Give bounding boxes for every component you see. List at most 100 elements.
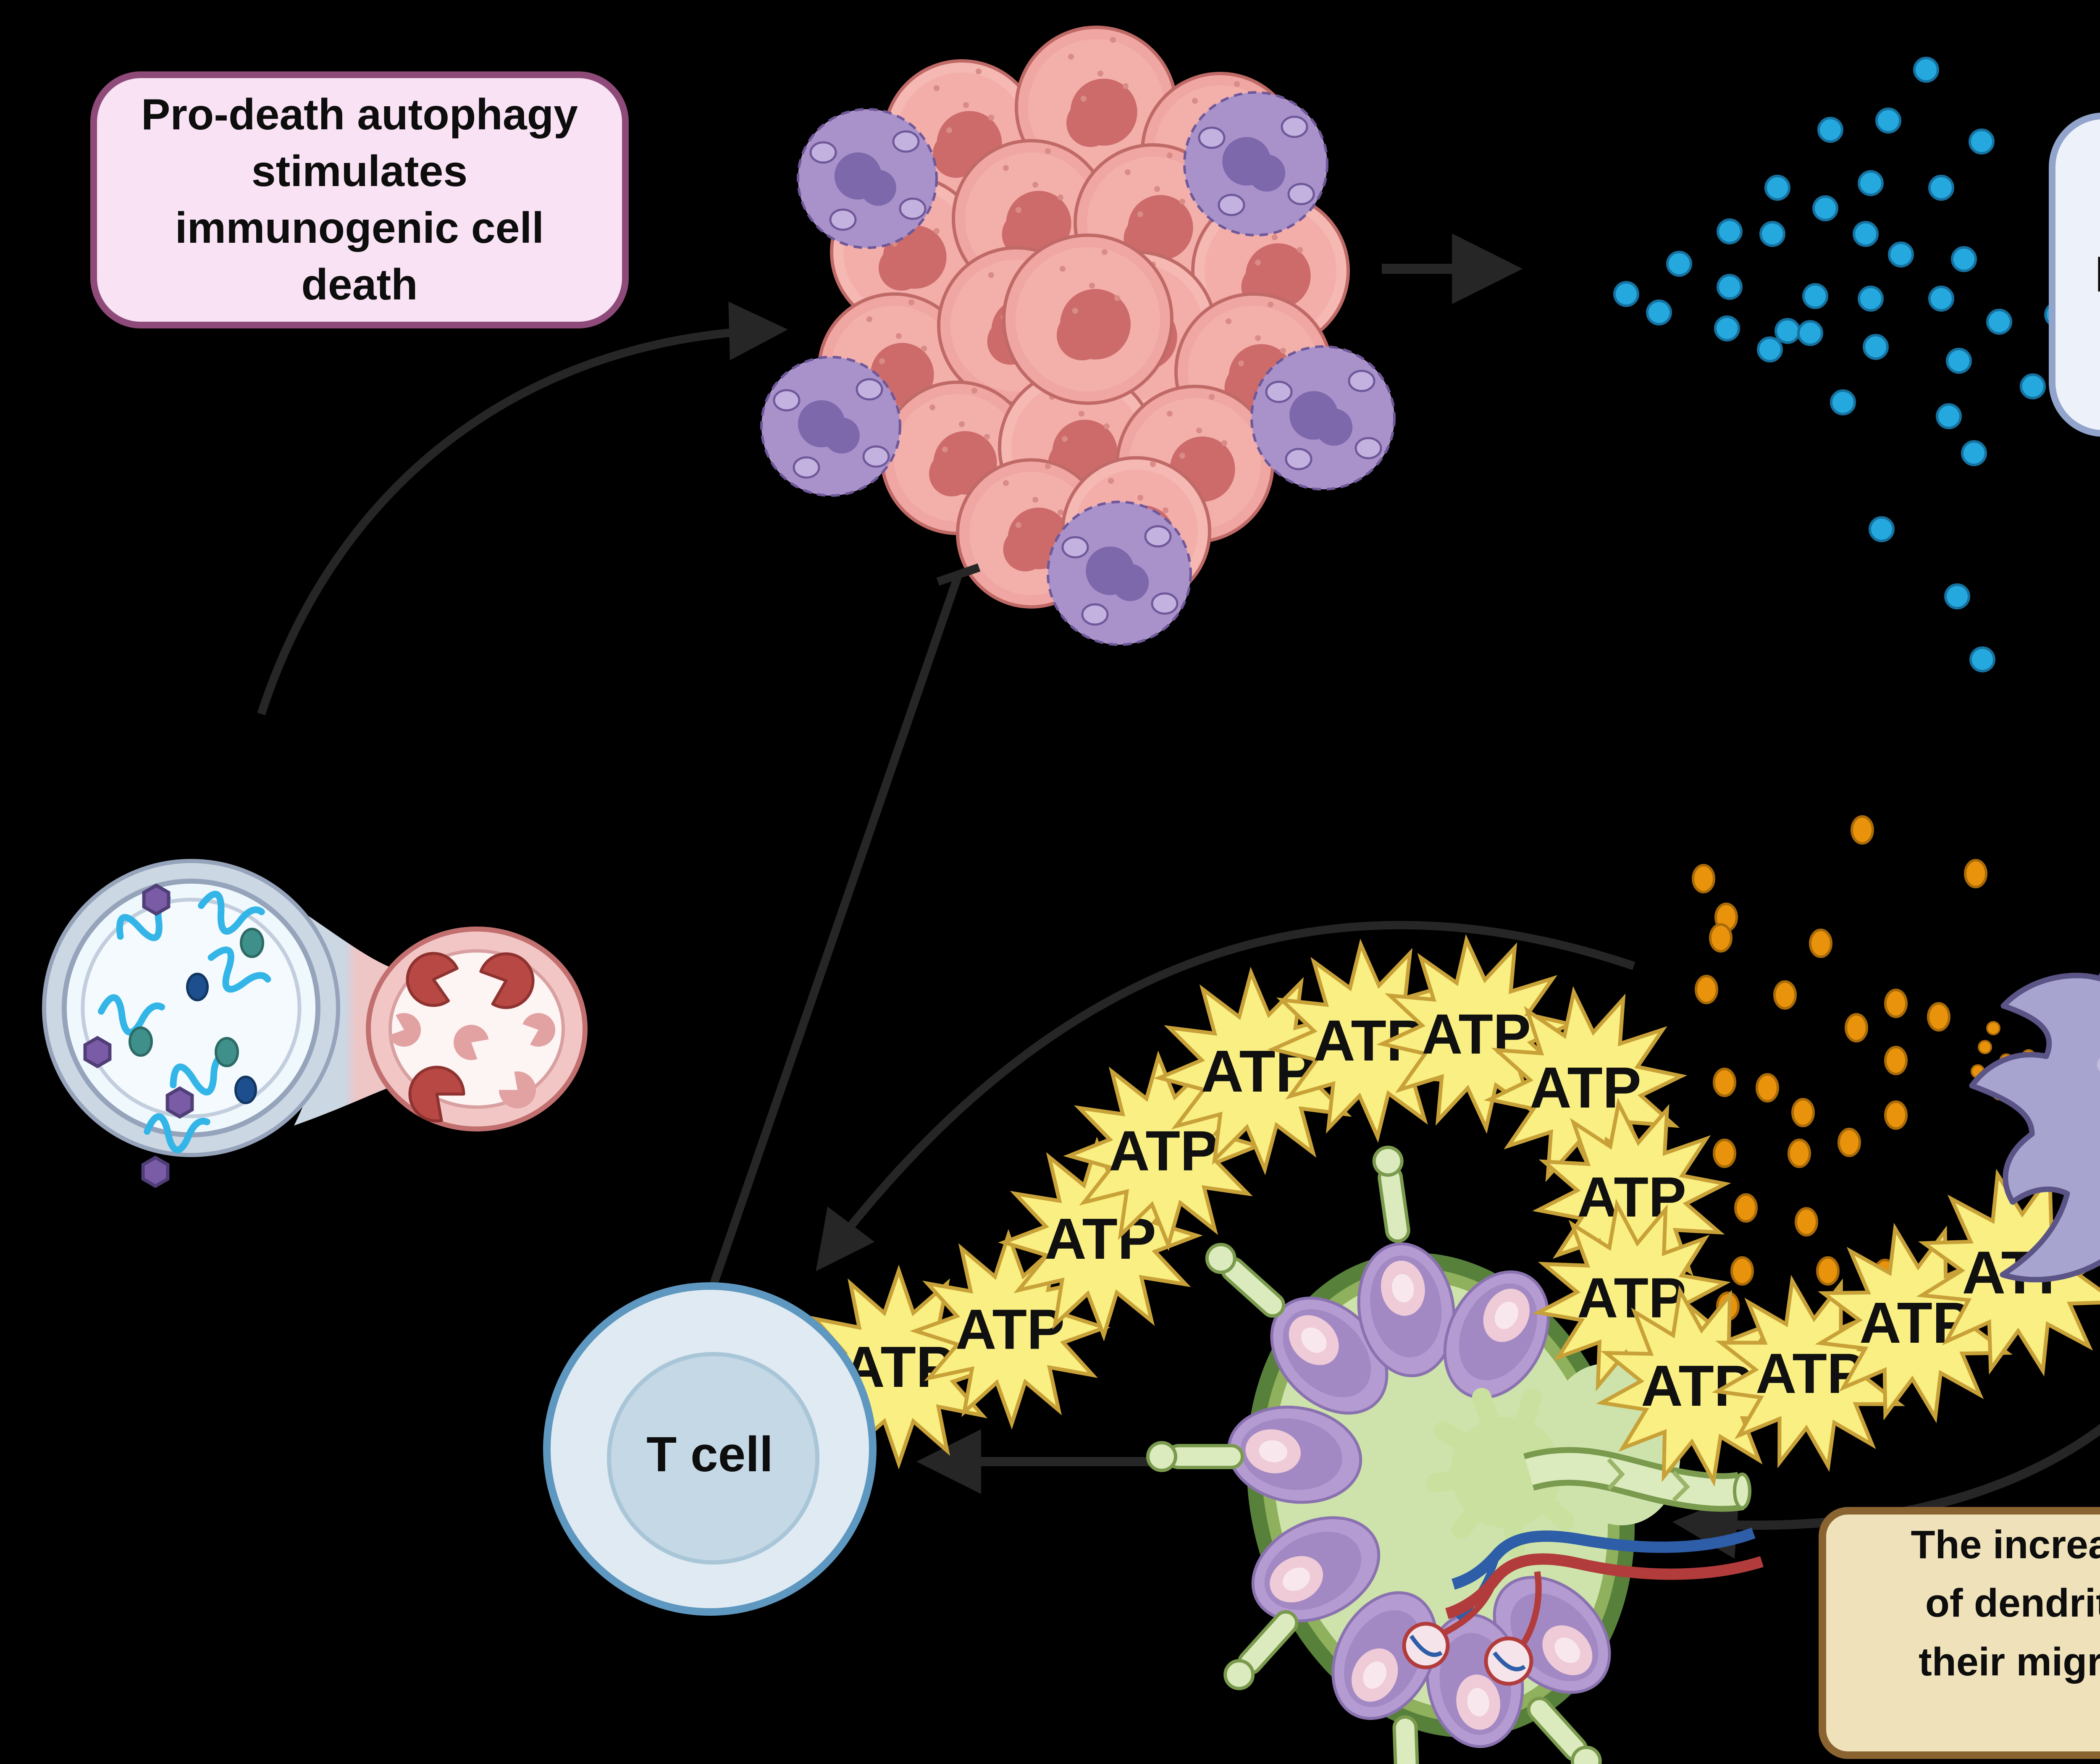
cytokine-dot xyxy=(1773,980,1797,1010)
cytokine-dot xyxy=(1838,1128,1861,1157)
cytokine-dot xyxy=(1884,1100,1908,1130)
cytokine-dot xyxy=(1713,1139,1736,1168)
afferent-vessel xyxy=(1372,1145,1410,1243)
damp-dot xyxy=(1928,286,1954,312)
damp-dot xyxy=(1757,336,1783,362)
lymph-node xyxy=(1146,1145,1764,1764)
damp-dot xyxy=(1888,242,1914,268)
lymph-follicle xyxy=(1270,1297,1389,1415)
apoptotic-vesicle xyxy=(793,456,820,479)
damp-dot xyxy=(1913,57,1939,83)
damp-dot xyxy=(1797,320,1823,346)
apoptotic-vesicle xyxy=(1198,126,1226,149)
cargo-hexamer xyxy=(165,1086,194,1119)
t-cell-label: T cell xyxy=(646,1427,773,1482)
lymph-follicle xyxy=(1227,1405,1362,1504)
cytokine-dot xyxy=(1692,864,1715,893)
note-line: Pro-death autophagy xyxy=(141,90,578,139)
arrow-atp-arc-to-tcell xyxy=(816,921,1635,1271)
cytokine-dot xyxy=(1730,1256,1754,1286)
efferent-lymphatic-vessel xyxy=(1523,1447,1751,1512)
lysosomal-enzyme xyxy=(408,1066,465,1123)
t-cell xyxy=(543,1282,877,1616)
damp-dot xyxy=(1759,221,1785,247)
vein xyxy=(1451,1528,1756,1590)
apoptotic-vesicle xyxy=(899,197,927,220)
cytokine-dot xyxy=(1927,1002,1950,1032)
damp-dot xyxy=(1944,583,1970,609)
apoptotic-vesicle xyxy=(1151,592,1179,615)
damp-dot xyxy=(1646,299,1672,326)
damp-dot xyxy=(1666,251,1692,277)
cytokine-dot xyxy=(1845,1013,1868,1042)
apoptotic-vesicle xyxy=(1265,381,1293,403)
apoptotic-vesicle xyxy=(1218,194,1245,216)
lymph-follicle xyxy=(1357,1242,1456,1378)
damp-dot xyxy=(1830,389,1856,415)
cytokine-dot xyxy=(1695,975,1718,1004)
apoptotic-vesicle xyxy=(1144,525,1172,548)
cytokine-dot xyxy=(1964,859,1987,888)
rna-squiggle xyxy=(98,994,165,1036)
cytokine-dot xyxy=(1884,1046,1908,1075)
cytokine-dot xyxy=(1809,929,1832,958)
damp-dot xyxy=(1817,117,1843,143)
dying-tumor-cell xyxy=(1250,345,1396,491)
damp-dot xyxy=(1714,315,1740,341)
atp-star-icon xyxy=(998,1137,1203,1341)
apoptotic-vesicle xyxy=(1285,448,1312,470)
apoptotic-vesicle xyxy=(1081,603,1109,626)
damp-dot xyxy=(1858,170,1884,196)
atp-burst-layer: ATPATPATPATPATPATPATPATPATPATPATPATPATPA… xyxy=(796,934,2100,1487)
dying-tumor-cell xyxy=(1183,91,1328,236)
dendritic-cell xyxy=(1969,972,2100,1283)
cytokine-dot xyxy=(1795,1207,1818,1236)
arrow-layer xyxy=(257,234,2100,1559)
damp-item: ATP xyxy=(2055,304,2100,362)
damp-item: IFN xyxy=(2055,362,2100,421)
cargo-protein xyxy=(129,1026,153,1057)
note-line: The increase in maturation xyxy=(1911,1522,2100,1567)
damp-dot xyxy=(1946,348,1972,374)
dendritic-body xyxy=(1969,972,2100,1283)
autophagosome-lysosome-fusion xyxy=(42,859,588,1188)
cargo-hexamer xyxy=(141,1155,170,1188)
dying-tumor-cell xyxy=(1047,501,1192,646)
atp-label: ATP xyxy=(1530,1055,1641,1120)
afferent-vessel-stubs xyxy=(1146,1145,1602,1764)
damp-dot xyxy=(1928,175,1954,201)
damp-dot xyxy=(1858,286,1884,312)
arrow-autophagy-to-tumor xyxy=(257,302,788,716)
damp-dot xyxy=(1764,175,1790,201)
damp-dot xyxy=(1969,129,1995,155)
lymph-blood-vessels xyxy=(1402,1528,1764,1686)
lymph-follicle xyxy=(1251,1516,1381,1622)
apoptotic-vesicle xyxy=(892,130,920,153)
cytokine-dot xyxy=(1851,815,1874,845)
rna-squiggle xyxy=(207,946,271,993)
dendritic-highlight xyxy=(2097,1058,2100,1071)
lysosomal-enzymes xyxy=(388,952,556,1123)
damp-molecule-dots xyxy=(1613,57,2070,672)
atp-label: ATP xyxy=(1756,1342,1865,1405)
autophagosome-lumen xyxy=(81,898,302,1118)
apoptotic-vesicle xyxy=(773,389,801,412)
cytokine-dot xyxy=(1734,1193,1758,1223)
cytokine-dot xyxy=(1756,1073,1779,1102)
capillary-tuft xyxy=(1402,1622,1450,1670)
afferent-vessel xyxy=(1527,1696,1602,1764)
afferent-vessel xyxy=(1205,1243,1286,1318)
cytokine-dot xyxy=(1791,1098,1815,1127)
medulla-core xyxy=(1451,1417,1562,1528)
damp-dot xyxy=(1717,274,1743,300)
note-line: their migration into lymph xyxy=(1919,1640,2100,1684)
damp-item: DAMP xyxy=(2055,129,2100,187)
cargo-protein xyxy=(234,1076,257,1104)
lysosomal-enzyme xyxy=(522,1013,556,1047)
apoptotic-vesicle xyxy=(1348,370,1376,392)
apoptotic-vesicle xyxy=(1287,183,1315,205)
cargo-hexamer xyxy=(142,883,171,916)
damp-dot xyxy=(1986,309,2012,335)
autophagic-cargo xyxy=(83,883,271,1188)
lysosomal-enzyme xyxy=(406,952,459,1007)
